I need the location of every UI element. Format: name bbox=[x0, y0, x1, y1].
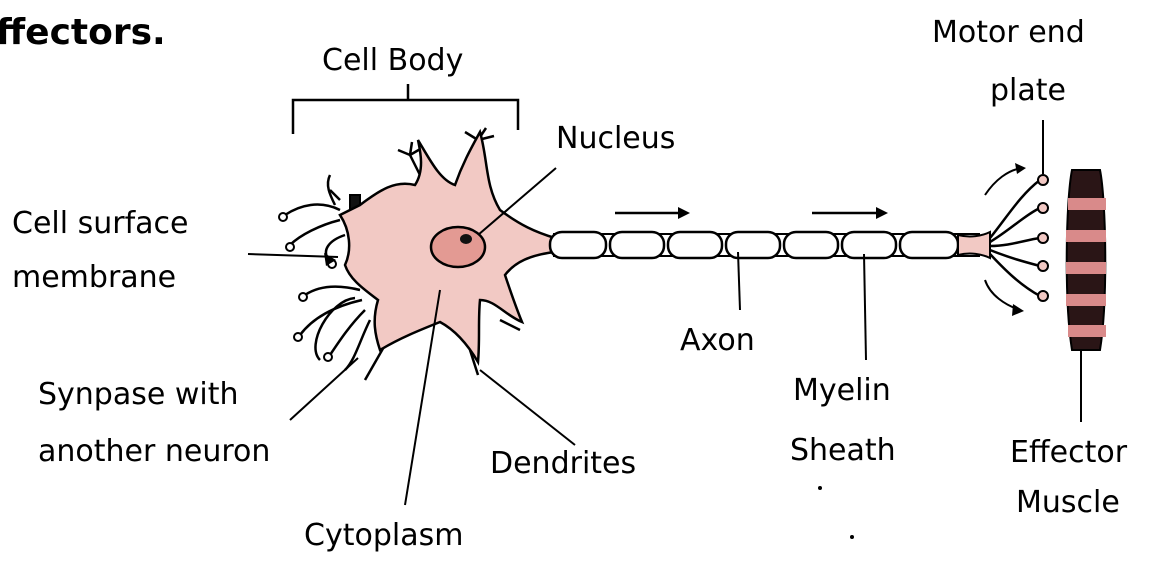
label-cell-body: Cell Body bbox=[322, 43, 463, 78]
myelin-sheath-segments bbox=[550, 232, 958, 258]
axon-leader bbox=[738, 252, 740, 310]
label-cell-surface-line2: membrane bbox=[12, 260, 176, 295]
stray-dot bbox=[818, 486, 822, 490]
label-synapse-line1: Synpase with bbox=[38, 377, 239, 412]
label-axon: Axon bbox=[680, 323, 755, 358]
label-motor-end-line2: plate bbox=[990, 73, 1066, 108]
label-dendrites: Dendrites bbox=[490, 446, 636, 481]
label-motor-end-line1: Motor end bbox=[932, 15, 1085, 50]
label-myelin-line1: Myelin bbox=[793, 373, 891, 408]
effector-muscle bbox=[1066, 170, 1106, 350]
motor-end-plate-knobs bbox=[1038, 175, 1048, 301]
label-synapse-line2: another neuron bbox=[38, 434, 270, 469]
label-effector-line1: Effector bbox=[1010, 435, 1128, 470]
cell-body-bracket bbox=[293, 84, 518, 134]
axon-terminals bbox=[990, 180, 1040, 296]
label-cell-surface-line1: Cell surface bbox=[12, 206, 188, 241]
axon bbox=[550, 232, 990, 258]
label-myelin-line2: Sheath bbox=[790, 433, 896, 468]
synapse-leader bbox=[290, 358, 358, 420]
leader-lines bbox=[248, 120, 1081, 505]
dendrites-leader bbox=[480, 370, 575, 445]
nucleus bbox=[431, 227, 485, 267]
label-effector-line2: Muscle bbox=[1016, 485, 1120, 520]
page-title: ffectors. bbox=[0, 12, 166, 53]
myelin-leader bbox=[864, 254, 866, 360]
label-cytoplasm: Cytoplasm bbox=[304, 518, 463, 553]
label-nucleus: Nucleus bbox=[556, 121, 675, 156]
terminal-arrows bbox=[985, 163, 1026, 316]
stray-dot bbox=[850, 535, 854, 539]
signal-direction-arrows bbox=[615, 207, 888, 219]
